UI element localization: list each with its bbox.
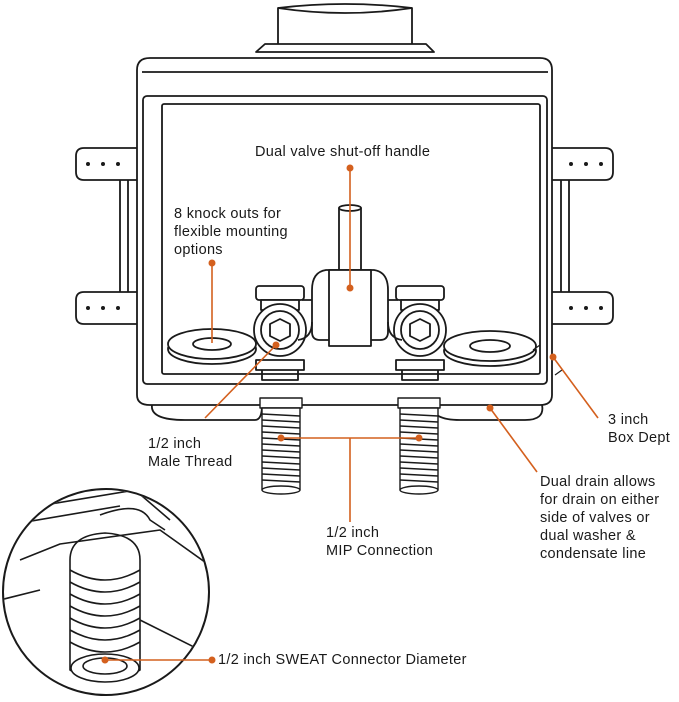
drain-label-line-5: condensate line	[540, 546, 647, 562]
left-knockout-washer	[167, 328, 257, 365]
knockouts-label-line-3: options	[174, 242, 223, 258]
drain-leader	[489, 407, 538, 473]
knockouts-label-line-1: 8 knock outs for	[174, 206, 282, 222]
sweat-detail-circle	[2, 488, 210, 696]
male-thread-label-line-1: 1/2 inch	[148, 436, 202, 452]
left-valve	[253, 285, 313, 381]
right-threaded-pipe	[397, 397, 441, 495]
sweat-label: 1/2 inch SWEAT Connector Diameter	[218, 652, 467, 668]
male-thread-leader	[204, 344, 277, 419]
mip-label-line-1: 1/2 inch	[326, 525, 380, 541]
callout-dots	[101, 164, 557, 664]
mip-leader	[281, 437, 419, 522]
right-knockout-washer	[443, 330, 537, 367]
drain-label-line-3: side of valves or	[540, 510, 650, 526]
drain-label-line-1: Dual drain allows	[540, 474, 656, 490]
mip-label-line-2: MIP Connection	[326, 543, 434, 559]
inner-recess	[142, 95, 548, 385]
left-threaded-pipe	[259, 397, 303, 495]
handle-label: Dual valve shut-off handle	[255, 144, 431, 160]
callout-lines	[105, 168, 599, 661]
right-mount-brackets	[552, 147, 614, 325]
drain-label-line-2: for drain on either	[540, 492, 660, 508]
right-valve	[387, 285, 447, 381]
male-thread-label-line-2: Male Thread	[148, 454, 233, 470]
left-mount-brackets	[75, 147, 137, 325]
box-depth-label-line-2: Box Dept	[608, 430, 671, 446]
knockouts-label-line-2: flexible mounting	[174, 224, 288, 240]
top-pipe-stub	[255, 3, 435, 53]
left-drain-bump	[151, 404, 263, 421]
depth-leader	[552, 356, 599, 419]
box-depth-label-line-1: 3 inch	[608, 412, 649, 428]
bracket-screw-holes	[86, 162, 603, 310]
drain-label-line-4: dual washer &	[540, 528, 636, 544]
